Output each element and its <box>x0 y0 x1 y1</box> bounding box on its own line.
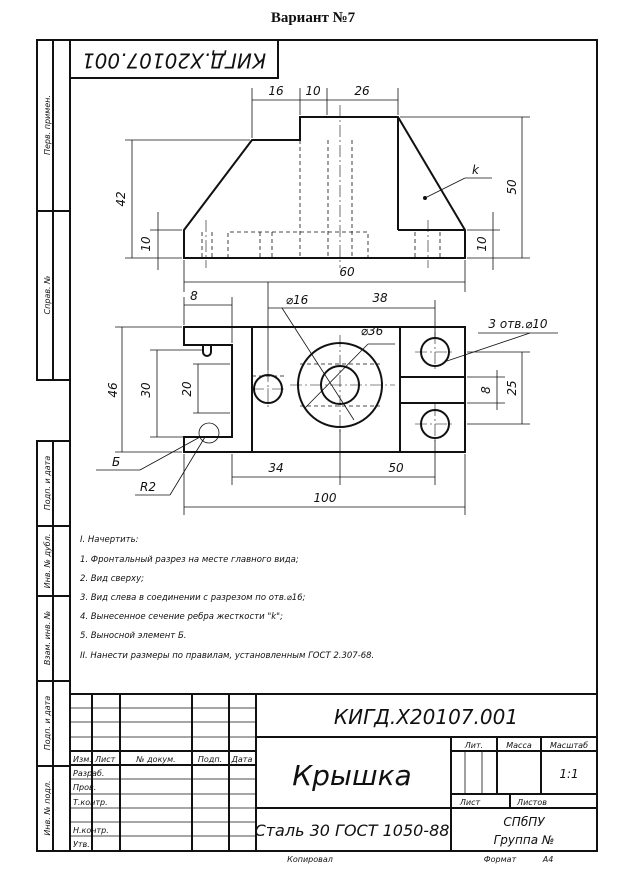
note-line-0: I. Начертить: <box>80 535 139 545</box>
label-b: Б <box>112 455 120 469</box>
front-view: 16 10 26 42 10 50 10 60 k <box>114 84 530 292</box>
tb-header-lit: Лит. <box>464 741 483 750</box>
dim-60: 60 <box>339 265 355 279</box>
variant-title: Вариант №7 <box>271 10 356 26</box>
note-line-3: 3. Вид слева в соединении с разрезом по … <box>80 593 306 603</box>
tb-header-massa: Масса <box>506 741 532 750</box>
label-k: k <box>472 163 480 177</box>
col-sprav-no: Справ. № <box>43 276 52 315</box>
col-vzam-inv: Взам. инв. № <box>43 611 52 665</box>
dim-holes: 3 отв.⌀10 <box>488 317 548 331</box>
dim-26: 26 <box>354 84 370 98</box>
note-line-4: 4. Вынесенное сечение ребра жесткости "k… <box>80 612 283 622</box>
dim-20: 20 <box>180 381 194 397</box>
dim-25: 25 <box>505 380 519 395</box>
dim-30: 30 <box>139 382 153 398</box>
left-stamp-columns: Перв. примен. Справ. № Подп. и дата Инв.… <box>36 39 71 852</box>
tb-org-line2: Группа № <box>494 833 555 847</box>
col-inv-dubl: Инв. № дубл. <box>43 534 52 589</box>
dim-50-width: 50 <box>388 461 404 475</box>
tb-name: Крышка <box>292 759 411 792</box>
tb-header-data: Дата <box>231 755 253 764</box>
dim-dia16: ⌀16 <box>286 293 309 307</box>
dim-42: 42 <box>114 191 128 206</box>
dim-8-right: 8 <box>479 386 493 394</box>
dim-34: 34 <box>268 461 283 475</box>
dim-10-right: 10 <box>475 236 489 252</box>
tb-scale: 1:1 <box>559 767 578 781</box>
tb-role-razrab: Разраб. <box>73 769 104 778</box>
inverted-designation-block: КИГД.Х20107.001 <box>69 39 279 79</box>
label-r2: R2 <box>140 480 156 494</box>
tb-role-nkontr: Н.контр. <box>73 826 109 835</box>
tb-header-doc: № докум. <box>135 755 175 764</box>
col-perv-primen: Перв. примен. <box>43 95 52 155</box>
tb-header-listov: Листов <box>516 798 547 807</box>
dim-10-left: 10 <box>139 236 153 252</box>
note-line-2: 2. Вид сверху; <box>80 574 144 584</box>
note-line-6: II. Нанести размеры по правилам, установ… <box>80 651 374 661</box>
note-line-1: 1. Фронтальный разрез на месте главного … <box>80 555 299 565</box>
tb-header-masshtab: Масштаб <box>550 741 588 750</box>
col-podp-data-2: Подп. и дата <box>43 696 52 751</box>
tb-header-list: Лист <box>94 755 116 764</box>
tb-role-utv: Утв. <box>73 840 90 849</box>
tb-copied: Копировал <box>287 855 333 864</box>
tb-header-podp: Подп. <box>198 755 222 764</box>
title-block: КИГД.Х20107.001 Крышка Сталь 30 ГОСТ 105… <box>70 693 597 864</box>
tb-designation: КИГД.Х20107.001 <box>334 705 518 729</box>
col-inv-podl: Инв. № подл. <box>43 780 52 835</box>
tb-header-list2: Лист <box>459 798 481 807</box>
inverted-designation: КИГД.Х20107.001 <box>82 49 266 73</box>
tb-format-label: Формат <box>484 855 517 864</box>
dim-8-top: 8 <box>190 289 198 303</box>
note-line-5: 5. Выносной элемент Б. <box>80 631 186 641</box>
col-podp-data-1: Подп. и дата <box>43 456 52 511</box>
dim-dia36: ⌀36 <box>361 324 384 338</box>
dim-10-top: 10 <box>305 84 321 98</box>
tb-material: Сталь 30 ГОСТ 1050-88 <box>255 821 450 840</box>
dim-38: 38 <box>372 291 388 305</box>
dim-46: 46 <box>106 382 120 398</box>
tb-org-line1: СПбПУ <box>503 815 545 829</box>
tb-format-value: А4 <box>542 855 554 864</box>
top-view: 8 38 ⌀16 ⌀36 3 отв.⌀10 46 30 20 8 25 <box>96 282 558 515</box>
notes: I. Начертить: 1. Фронтальный разрез на м… <box>80 535 374 661</box>
sheet-frame <box>69 39 598 852</box>
dim-100: 100 <box>314 491 337 505</box>
dim-50-height: 50 <box>505 179 519 195</box>
tb-role-tkontr: Т.контр. <box>73 798 108 807</box>
dim-16: 16 <box>268 84 284 98</box>
tb-header-izm: Изм. <box>73 755 92 764</box>
tb-role-prov: Пров. <box>73 783 96 792</box>
